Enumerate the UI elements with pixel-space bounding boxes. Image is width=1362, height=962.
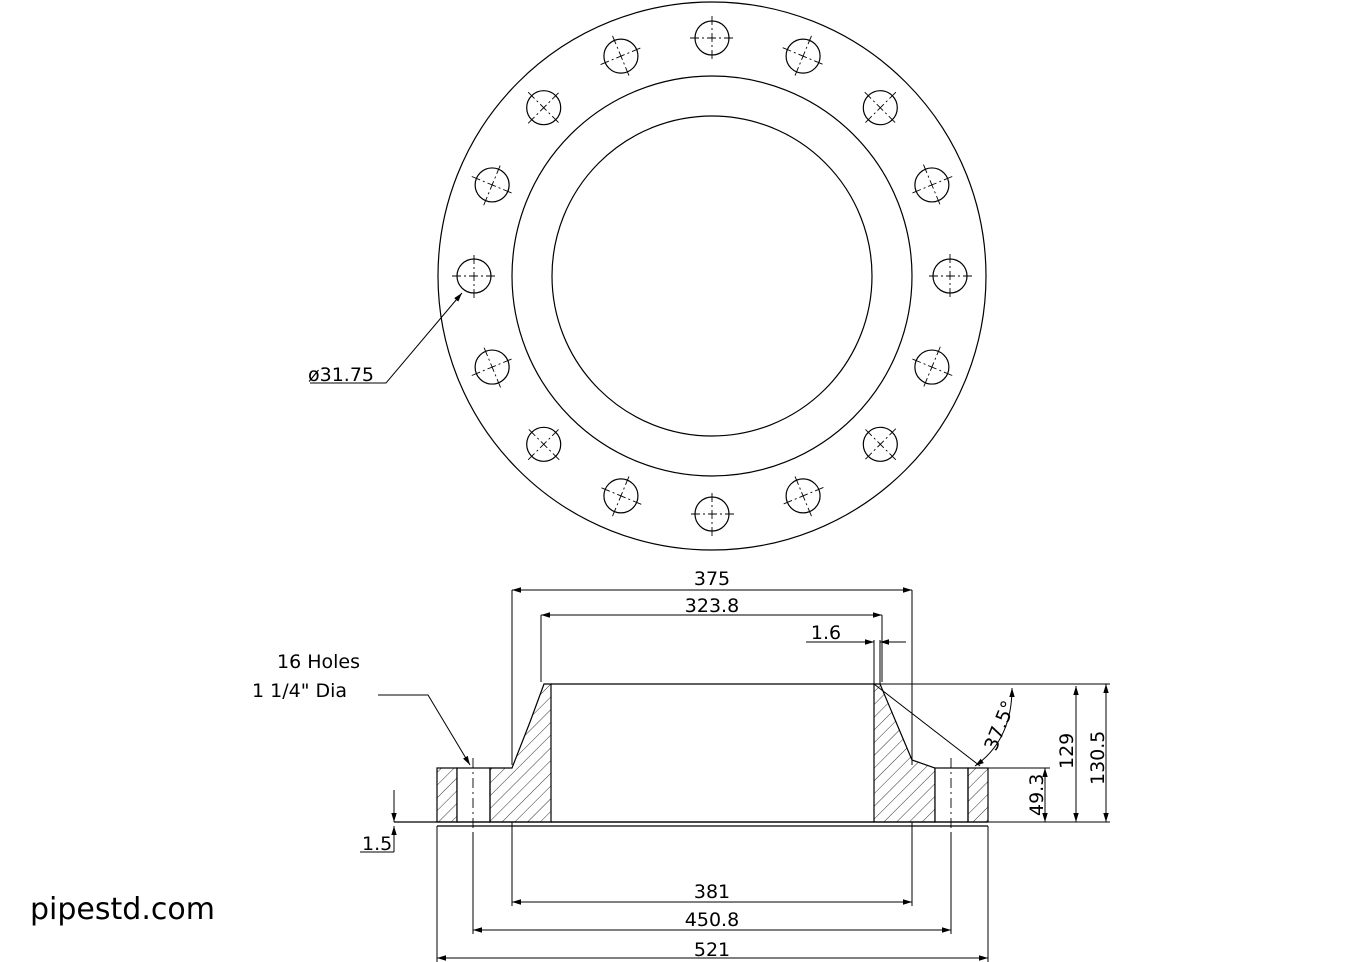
- bolt-hole: [600, 35, 642, 77]
- plan-view: ø31.75: [308, 1, 987, 551]
- outer-circle: [437, 1, 987, 551]
- hub-circle: [511, 75, 913, 477]
- dim-1-6: 1.6: [811, 622, 841, 644]
- dim-49-3: 49.3: [1026, 774, 1048, 816]
- holes-note-line2: 1 1/4" Dia: [252, 680, 347, 702]
- bolt-hole: [600, 475, 642, 517]
- dim-130-5: 130.5: [1087, 731, 1109, 785]
- bolt-hole: [928, 254, 972, 298]
- left-flange-outer: [436, 767, 458, 823]
- holes-note-line1: 16 Holes: [277, 651, 360, 673]
- right-bolt-hole: [934, 767, 969, 823]
- bolt-hole: [862, 90, 898, 126]
- bolt-hole: [911, 164, 953, 206]
- left-bolt-hole: [456, 767, 491, 823]
- left-hub: [489, 683, 552, 823]
- dim-1-5: 1.5: [362, 833, 392, 855]
- dim-521: 521: [694, 939, 730, 961]
- holes-note-leader: [378, 694, 471, 766]
- dim-129: 129: [1056, 733, 1078, 769]
- hole-leader: [310, 292, 463, 384]
- bolt-hole: [782, 475, 824, 517]
- bolt-hole: [452, 254, 496, 298]
- right-flange-outer: [967, 767, 989, 823]
- bolt-hole: [782, 35, 824, 77]
- dim-381: 381: [694, 881, 730, 903]
- hole-diameter-label: ø31.75: [308, 364, 374, 386]
- right-hub: [873, 683, 936, 823]
- bolt-hole: [862, 426, 898, 462]
- bolt-hole: [471, 164, 513, 206]
- angle-arc: [974, 687, 1015, 767]
- bolt-hole: [911, 346, 953, 388]
- section-view: 16 Holes 1 1/4" Dia 375 323.8 1.6 37.5° …: [252, 568, 1110, 962]
- bolt-hole: [526, 90, 562, 126]
- site-watermark: pipestd.com: [30, 892, 215, 927]
- bolt-hole: [690, 492, 734, 536]
- dim-323-8: 323.8: [685, 595, 739, 617]
- bolt-hole: [526, 426, 562, 462]
- dim-450-8: 450.8: [685, 909, 739, 931]
- bolt-hole: [690, 16, 734, 60]
- bolt-holes: [452, 16, 972, 536]
- bore-circle: [551, 115, 873, 437]
- dim-375: 375: [694, 568, 730, 590]
- dim-angle: 37.5°: [980, 698, 1020, 754]
- bolt-hole: [471, 346, 513, 388]
